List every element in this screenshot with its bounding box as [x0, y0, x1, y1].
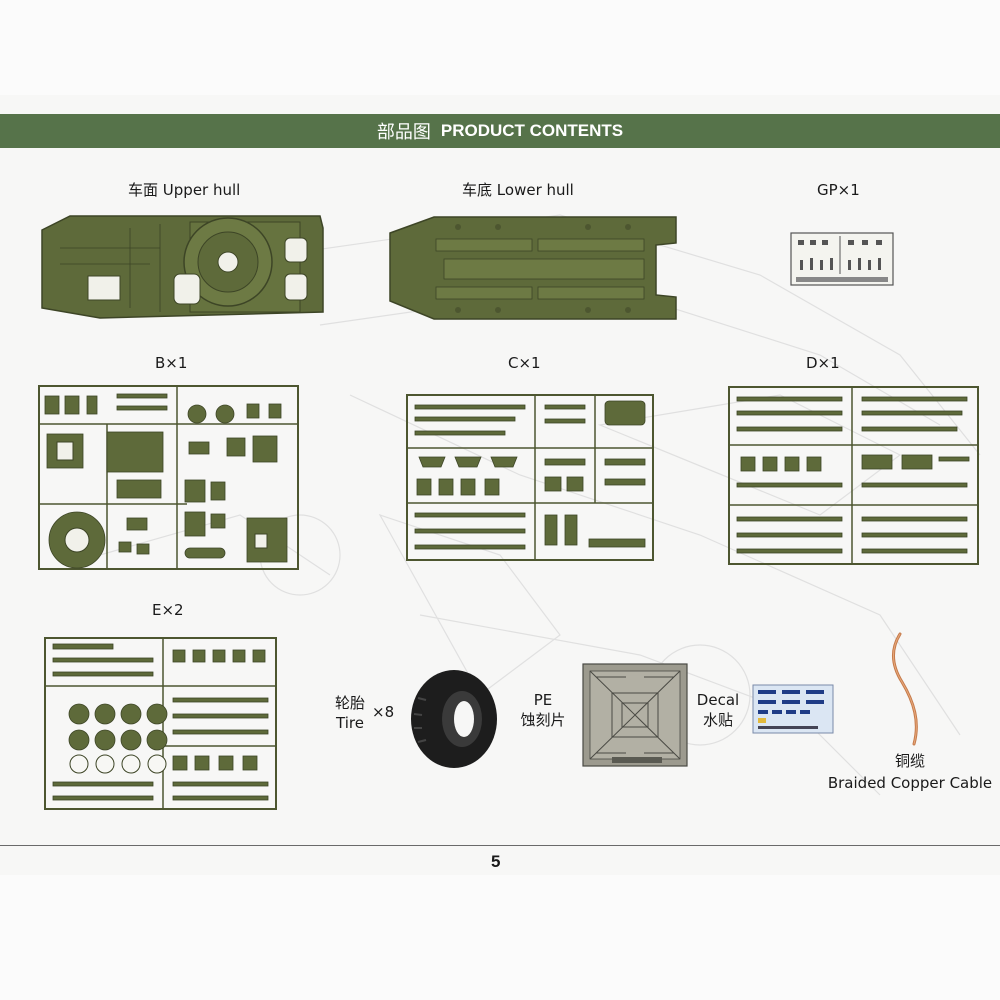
header-title-en: PRODUCT CONTENTS — [440, 121, 624, 140]
upper-hull-label: 车面 Upper hull — [128, 181, 241, 199]
tire-quantity: ×8 — [372, 703, 395, 721]
sprue-c-part — [406, 394, 654, 561]
sprue-e-part — [44, 637, 277, 810]
section-header: 部品图 PRODUCT CONTENTS — [0, 114, 1000, 148]
lower-hull-part — [389, 216, 677, 320]
copper-cable-part — [892, 632, 918, 746]
gp-part-sheet — [790, 232, 894, 286]
lower-hull-label: 车底 Lower hull — [462, 181, 574, 199]
page-number: 5 — [491, 852, 501, 871]
tire-part — [411, 670, 497, 768]
upper-hull-part — [41, 215, 324, 319]
sprue-c-label: C×1 — [508, 354, 541, 372]
pe-fret-part — [582, 663, 688, 767]
sprue-e-label: E×2 — [152, 601, 184, 619]
header-title-cn: 部品图 — [376, 122, 431, 143]
gp-label: GP×1 — [817, 181, 860, 199]
sprue-b-part — [38, 385, 299, 570]
sprue-d-label: D×1 — [806, 354, 840, 372]
sprue-b-label: B×1 — [155, 354, 188, 372]
sprue-d-part — [728, 386, 979, 565]
footer-divider — [0, 845, 1000, 846]
decal-sheet-part — [752, 684, 834, 734]
